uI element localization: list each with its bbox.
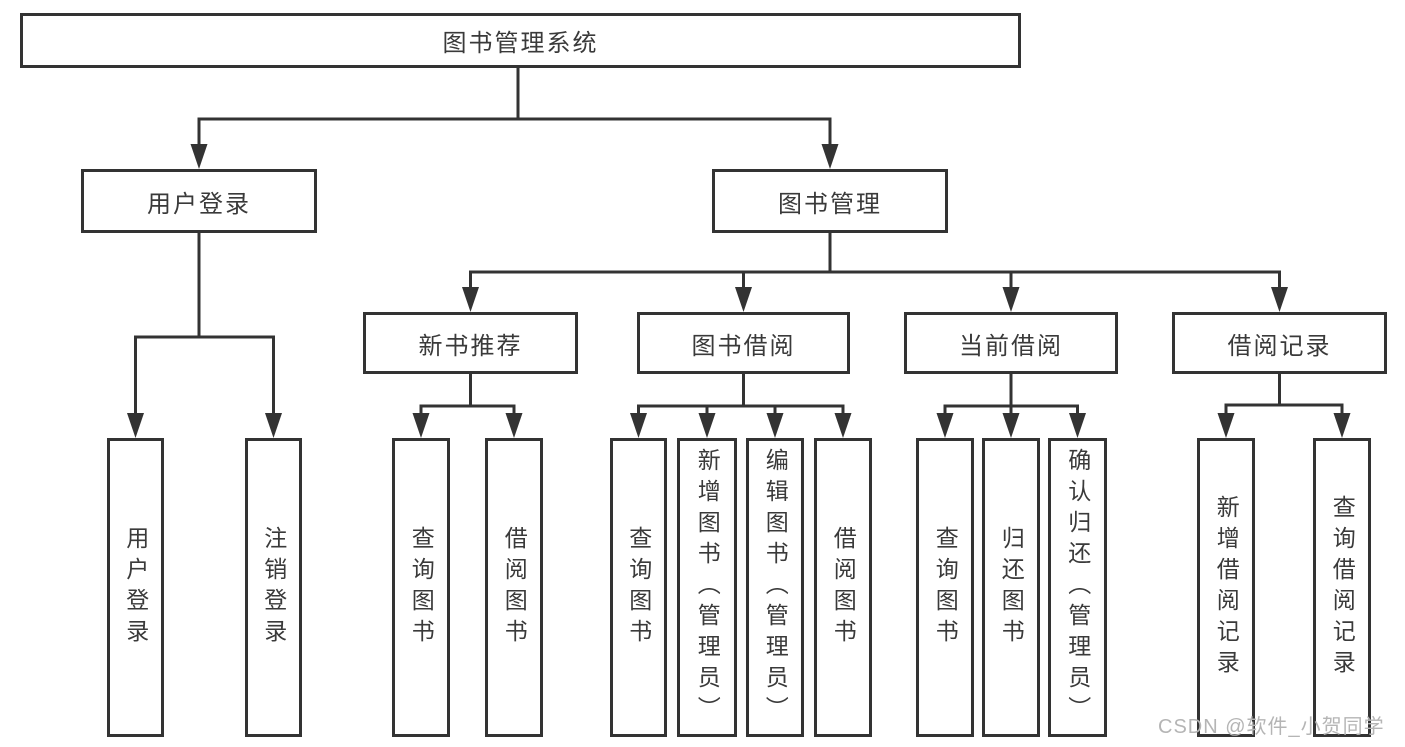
leaf-confirm-return-admin: 确认归还（管理员） [1048,438,1107,737]
connector-current-borrow [943,372,1079,417]
node-current-borrow: 当前借阅 [904,312,1118,374]
leaf-query-book-newbook: 查询图书 [392,438,450,737]
leaf-add-book-admin: 新增图书（管理员） [677,438,737,737]
node-library-system: 图书管理系统 [20,13,1021,68]
node-book-borrow: 图书借阅 [637,312,850,374]
leaf-logout: 注销登录 [245,438,302,737]
node-borrow-records-label: 借阅记录 [1227,332,1332,360]
leaf-query-borrow-record: 查询借阅记录 [1313,438,1371,737]
leaf-borrow-book-label: 借阅图书 [830,525,857,650]
leaf-borrow-book: 借阅图书 [814,438,872,737]
leaf-add-borrow-record-label: 新增借阅记录 [1213,494,1240,681]
leaf-query-book-borrow: 查询图书 [610,438,667,737]
connector-root-to-level2 [197,66,832,148]
node-user-login: 用户登录 [81,169,317,233]
leaf-edit-book-admin: 编辑图书（管理员） [746,438,804,737]
leaf-query-book-newbook-label: 查询图书 [408,525,435,650]
leaf-query-book-borrow-label: 查询图书 [625,525,652,650]
connector-user-login [134,231,275,417]
leaf-return-book: 归还图书 [982,438,1040,737]
leaf-user-login-label: 用户登录 [122,525,149,650]
arrowheads-level2 [190,144,839,169]
node-new-book-recommend-label: 新书推荐 [418,332,523,360]
leaf-query-book-current: 查询图书 [916,438,974,737]
node-user-login-label: 用户登录 [147,190,251,218]
connector-book-management [469,231,1281,291]
leaf-borrow-book-newbook: 借阅图书 [485,438,543,737]
leaf-edit-book-admin-label: 编辑图书（管理员） [762,448,789,727]
arrowheads-leaves [127,413,1351,438]
node-library-system-label: 图书管理系统 [442,30,599,57]
leaf-query-borrow-record-label: 查询借阅记录 [1329,494,1356,681]
node-new-book-recommend: 新书推荐 [363,312,578,374]
connector-borrow-records [1224,372,1344,417]
leaf-user-login: 用户登录 [107,438,164,737]
csdn-watermark: CSDN @软件_小贺同学 [1158,716,1385,738]
node-book-management-label: 图书管理 [778,190,882,218]
connector-new-book [419,372,516,417]
node-book-borrow-label: 图书借阅 [691,332,796,360]
node-current-borrow-label: 当前借阅 [959,332,1063,360]
connector-book-borrow [637,372,845,417]
leaf-logout-label: 注销登录 [260,525,287,650]
node-book-management: 图书管理 [712,169,948,233]
leaf-query-book-current-label: 查询图书 [932,525,959,650]
leaf-confirm-return-admin-label: 确认归还（管理员） [1064,448,1091,727]
leaf-return-book-label: 归还图书 [998,525,1025,650]
leaf-add-borrow-record: 新增借阅记录 [1197,438,1255,737]
node-borrow-records: 借阅记录 [1172,312,1387,374]
leaf-borrow-book-newbook-label: 借阅图书 [501,525,528,650]
arrowheads-level3 [462,287,1288,312]
leaf-add-book-admin-label: 新增图书（管理员） [694,448,721,727]
